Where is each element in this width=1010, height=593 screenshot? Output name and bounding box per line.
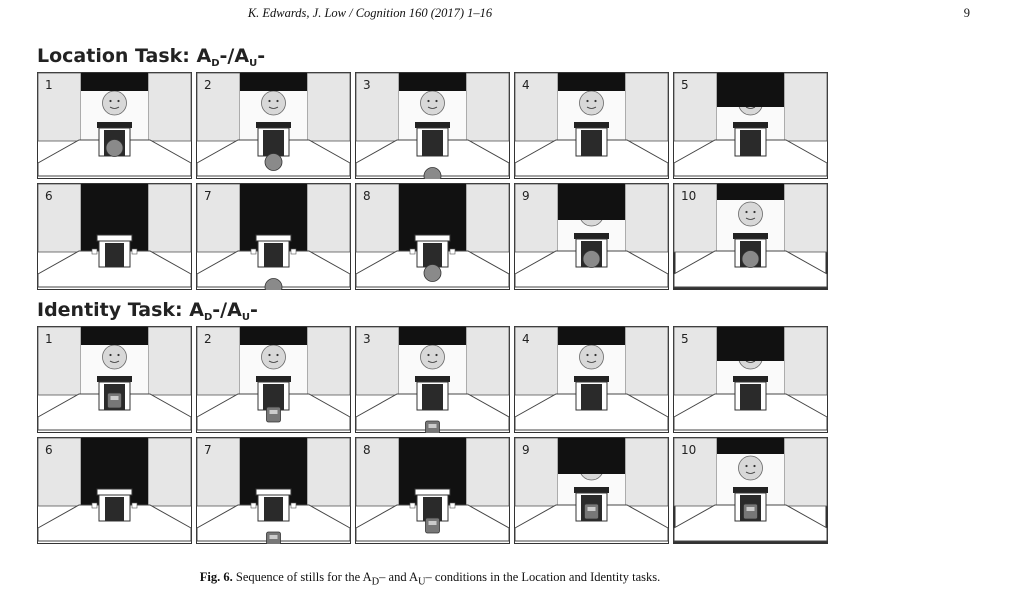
location-task-title: Location Task: AD-/AU-	[37, 42, 837, 72]
frame-number: 2	[204, 332, 212, 346]
location-frame-illustration	[514, 183, 669, 290]
identity-frame-illustration	[37, 437, 192, 544]
figure-caption: Fig. 6. Sequence of stills for the AD– a…	[0, 570, 860, 588]
location-frame-illustration	[196, 72, 351, 179]
identity-frame-6: 6	[37, 437, 192, 544]
location-task-grid: 1 2 3 4 5 6 7 8 9 10	[37, 72, 837, 290]
location-frame-1: 1	[37, 72, 192, 179]
location-frame-5: 5	[673, 72, 828, 179]
frame-number: 9	[522, 189, 530, 203]
identity-frame-1: 1	[37, 326, 192, 433]
identity-frame-9: 9	[514, 437, 669, 544]
location-frame-2: 2	[196, 72, 351, 179]
frame-number: 8	[363, 189, 371, 203]
frame-number: 5	[681, 332, 689, 346]
figure-label: Fig. 6.	[200, 570, 233, 584]
identity-frame-illustration	[196, 326, 351, 433]
location-frame-illustration	[37, 183, 192, 290]
identity-task-grid: 1 2 3 4 5 6 7 8 9 10	[37, 326, 837, 544]
identity-frame-illustration	[673, 326, 828, 433]
frame-number: 7	[204, 443, 212, 457]
identity-frame-5: 5	[673, 326, 828, 433]
identity-frame-illustration	[37, 326, 192, 433]
identity-frame-illustration	[514, 437, 669, 544]
frame-number: 6	[45, 443, 53, 457]
identity-frame-illustration	[514, 326, 669, 433]
identity-frame-illustration	[355, 326, 510, 433]
location-frame-8: 8	[355, 183, 510, 290]
frame-number: 8	[363, 443, 371, 457]
identity-frame-10: 10	[673, 437, 828, 544]
frame-number: 6	[45, 189, 53, 203]
identity-frame-8: 8	[355, 437, 510, 544]
frame-number: 2	[204, 78, 212, 92]
figure-6: Location Task: AD-/AU- 1 2 3 4 5 6 7 8 9 10 Ident…	[37, 42, 837, 550]
frame-number: 1	[45, 78, 53, 92]
identity-frame-3: 3	[355, 326, 510, 433]
identity-frame-illustration	[355, 437, 510, 544]
frame-number: 3	[363, 332, 371, 346]
identity-frame-2: 2	[196, 326, 351, 433]
location-frame-10: 10	[673, 183, 828, 290]
identity-frame-illustration	[196, 437, 351, 544]
identity-frame-7: 7	[196, 437, 351, 544]
running-head: K. Edwards, J. Low / Cognition 160 (2017…	[0, 6, 1010, 24]
frame-number: 4	[522, 78, 530, 92]
identity-frame-4: 4	[514, 326, 669, 433]
location-frame-illustration	[673, 72, 828, 179]
location-frame-illustration	[355, 72, 510, 179]
frame-number: 5	[681, 78, 689, 92]
frame-number: 1	[45, 332, 53, 346]
location-frame-3: 3	[355, 72, 510, 179]
location-frame-illustration	[355, 183, 510, 290]
page-number: 9	[964, 6, 970, 21]
frame-number: 10	[681, 189, 696, 203]
location-frame-illustration	[514, 72, 669, 179]
frame-number: 3	[363, 78, 371, 92]
journal-citation: K. Edwards, J. Low / Cognition 160 (2017…	[0, 6, 740, 21]
location-frame-4: 4	[514, 72, 669, 179]
location-frame-illustration	[37, 72, 192, 179]
location-frame-illustration	[196, 183, 351, 290]
location-frame-9: 9	[514, 183, 669, 290]
frame-number: 10	[681, 443, 696, 457]
location-frame-6: 6	[37, 183, 192, 290]
identity-task-title: Identity Task: AD-/AU-	[37, 296, 837, 326]
frame-number: 9	[522, 443, 530, 457]
location-frame-7: 7	[196, 183, 351, 290]
frame-number: 4	[522, 332, 530, 346]
frame-number: 7	[204, 189, 212, 203]
